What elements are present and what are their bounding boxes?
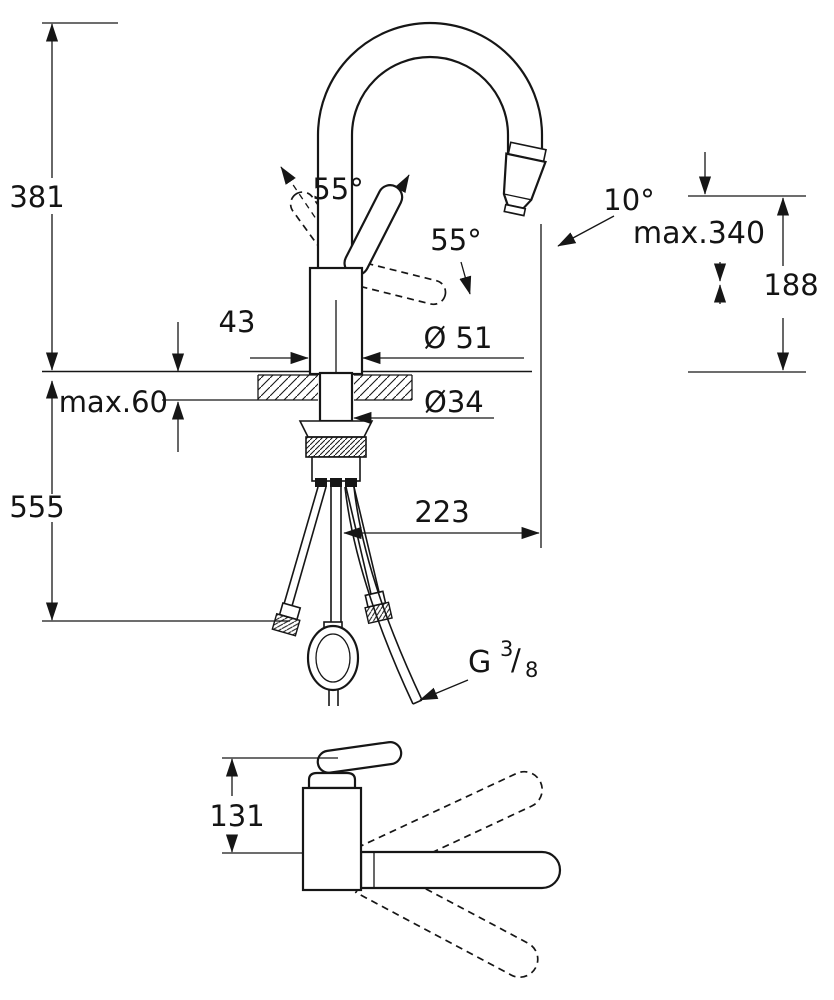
thread-numerator-label: 3 xyxy=(500,637,513,661)
hose-weight xyxy=(306,621,360,692)
spout-arc xyxy=(316,21,544,274)
side-view-spout-dashed-up xyxy=(355,770,544,882)
dimension-body: 43 Ø 51 xyxy=(219,305,524,365)
supply-hose-right xyxy=(345,486,393,625)
dimension-thread: G 3 / 8 xyxy=(419,637,538,701)
dimension-deck-thickness: max.60 xyxy=(59,322,185,452)
dimension-total-height: 381 xyxy=(9,22,118,371)
dimension-hole-diameter: Ø34 xyxy=(353,385,494,425)
dimension-handle-angle-right: 55° xyxy=(430,223,482,295)
dim-131-label: 131 xyxy=(209,799,264,833)
dim-223-label: 223 xyxy=(414,495,469,529)
side-view-lever xyxy=(316,741,403,774)
dim-188-label: 188 xyxy=(763,268,818,302)
dim-43-label: 43 xyxy=(219,305,256,339)
dim-51-label: Ø 51 xyxy=(424,321,493,355)
dim-55-left-label: 55° xyxy=(312,172,363,206)
dim-34-label: Ø34 xyxy=(424,385,484,419)
dimension-base-height: 131 xyxy=(209,757,338,854)
dim-55-right-label: 55° xyxy=(430,223,481,257)
dimension-handle-angle-left: 55° xyxy=(312,172,363,206)
thread-slash-label: / xyxy=(511,643,521,677)
dimension-spray-angle: 10° xyxy=(557,183,655,247)
thread-g-label: G xyxy=(468,645,491,680)
dimension-max-spout-height: max.340 xyxy=(633,152,806,304)
side-view-spout-dashed-down xyxy=(354,859,539,978)
pullout-hose xyxy=(328,486,423,706)
supply-hose-left xyxy=(271,486,327,637)
dim-555-label: 555 xyxy=(9,490,64,524)
dim-max340-label: max.340 xyxy=(633,216,765,251)
thread-denominator-label: 8 xyxy=(525,658,538,682)
mounting-shank xyxy=(298,371,374,487)
counter-slab xyxy=(162,373,413,402)
side-view-base xyxy=(301,771,363,892)
dim-10-label: 10° xyxy=(603,183,654,217)
dim-max60-label: max.60 xyxy=(59,385,168,419)
dimension-spray-reach: 223 xyxy=(343,224,542,548)
dimension-outlet-height: 188 xyxy=(688,197,819,373)
dimension-hose-depth: 555 xyxy=(9,380,290,622)
faucet-body xyxy=(308,266,364,376)
dim-381-label: 381 xyxy=(9,180,64,214)
side-view-spout xyxy=(359,850,562,890)
spray-head xyxy=(502,141,547,217)
